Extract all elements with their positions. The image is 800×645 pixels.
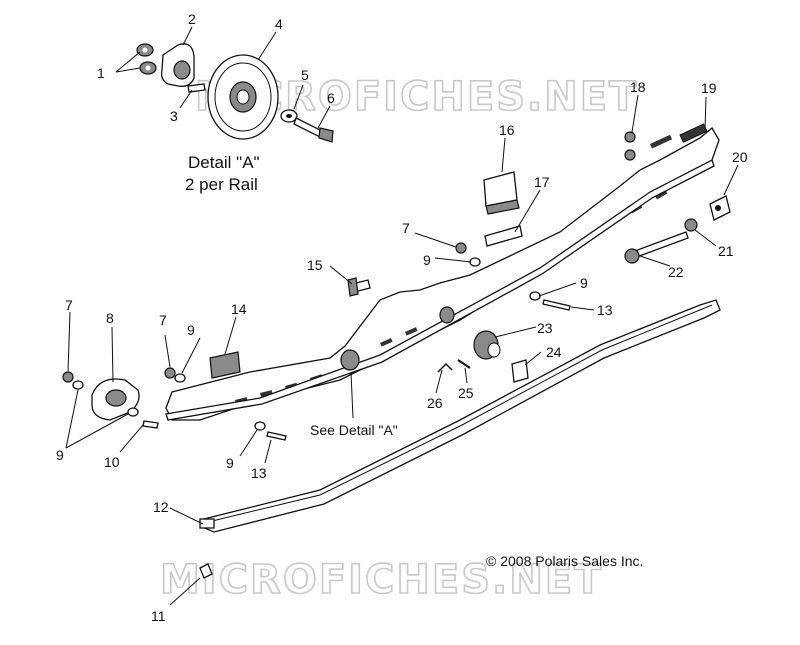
callout-12: 12 bbox=[153, 499, 169, 515]
callout-23: 23 bbox=[537, 320, 553, 336]
spacer-part-17[interactable] bbox=[484, 225, 523, 247]
bolt-part-13a[interactable] bbox=[542, 299, 571, 311]
washer-part-9b[interactable] bbox=[529, 291, 541, 301]
callout-9a: 9 bbox=[423, 252, 431, 268]
washer-part-9a[interactable] bbox=[469, 257, 481, 267]
nut-part-7c[interactable] bbox=[62, 371, 74, 383]
nut-part-18a[interactable] bbox=[624, 131, 636, 143]
callout-21: 21 bbox=[718, 243, 734, 259]
callout-11: 11 bbox=[151, 608, 166, 624]
see-detail-a-label: See Detail "A" bbox=[310, 422, 398, 438]
callout-22: 22 bbox=[668, 264, 684, 280]
callout-2: 2 bbox=[188, 11, 196, 27]
nut-part-21[interactable] bbox=[684, 218, 698, 232]
callout-13b: 13 bbox=[251, 465, 267, 481]
callout-9d: 9 bbox=[56, 447, 64, 463]
callout-4: 4 bbox=[275, 16, 283, 32]
callout-7b: 7 bbox=[159, 312, 167, 328]
nut-part-18b[interactable] bbox=[624, 149, 636, 161]
callout-5: 5 bbox=[301, 67, 309, 83]
bolt-part-10[interactable] bbox=[142, 420, 159, 429]
pin-part-3[interactable] bbox=[187, 83, 206, 93]
callout-16: 16 bbox=[499, 122, 515, 138]
washer-part-9d[interactable] bbox=[72, 380, 84, 390]
callout-1: 1 bbox=[97, 65, 105, 81]
callout-6: 6 bbox=[327, 90, 335, 106]
pin-part-25[interactable] bbox=[457, 359, 471, 369]
clip-part-26[interactable] bbox=[437, 362, 453, 373]
rivet-part-11[interactable] bbox=[199, 563, 213, 579]
callout-7c: 7 bbox=[65, 297, 73, 313]
rail-assembly: 18 19 20 21 22 16 17 7 9 9 13 15 23 24 2… bbox=[56, 79, 748, 624]
nut-part-7b[interactable] bbox=[164, 367, 176, 379]
callout-24: 24 bbox=[546, 344, 562, 360]
bushing-part-24[interactable] bbox=[511, 359, 529, 383]
copyright-text: © 2008 Polaris Sales Inc. bbox=[486, 553, 643, 569]
callout-26: 26 bbox=[427, 395, 443, 411]
callout-9b: 9 bbox=[580, 275, 588, 291]
callout-8: 8 bbox=[106, 310, 114, 326]
callout-10: 10 bbox=[104, 454, 120, 470]
detail-caption-line1: Detail "A" bbox=[188, 153, 260, 172]
washer-part-9e[interactable] bbox=[127, 407, 139, 417]
block-part-14[interactable] bbox=[209, 351, 241, 379]
callout-20: 20 bbox=[732, 149, 748, 165]
callout-19: 19 bbox=[701, 80, 717, 96]
callout-9c: 9 bbox=[187, 322, 195, 338]
callout-9e: 9 bbox=[226, 455, 234, 471]
nut-part-7a[interactable] bbox=[455, 242, 467, 254]
callout-14: 14 bbox=[231, 301, 247, 317]
detail-a-group: 1 2 3 4 5 6 Detail "A" 2 per Rail bbox=[97, 11, 335, 194]
callout-3: 3 bbox=[170, 108, 178, 124]
washer-part-9f[interactable] bbox=[254, 421, 266, 431]
callout-13a: 13 bbox=[597, 302, 613, 318]
washer-part-9c[interactable] bbox=[174, 373, 186, 383]
bolt-part-13b[interactable] bbox=[266, 431, 287, 441]
callout-18: 18 bbox=[630, 79, 646, 95]
callout-15: 15 bbox=[307, 257, 323, 273]
bolt-part-22[interactable] bbox=[631, 231, 689, 259]
callout-7a: 7 bbox=[402, 220, 410, 236]
wear-strip-part-12[interactable] bbox=[201, 299, 721, 533]
callout-25: 25 bbox=[458, 385, 474, 401]
watermark-bottom: MICROFICHES.NET bbox=[160, 557, 603, 603]
callout-17: 17 bbox=[534, 174, 550, 190]
detail-caption-line2: 2 per Rail bbox=[185, 175, 258, 194]
